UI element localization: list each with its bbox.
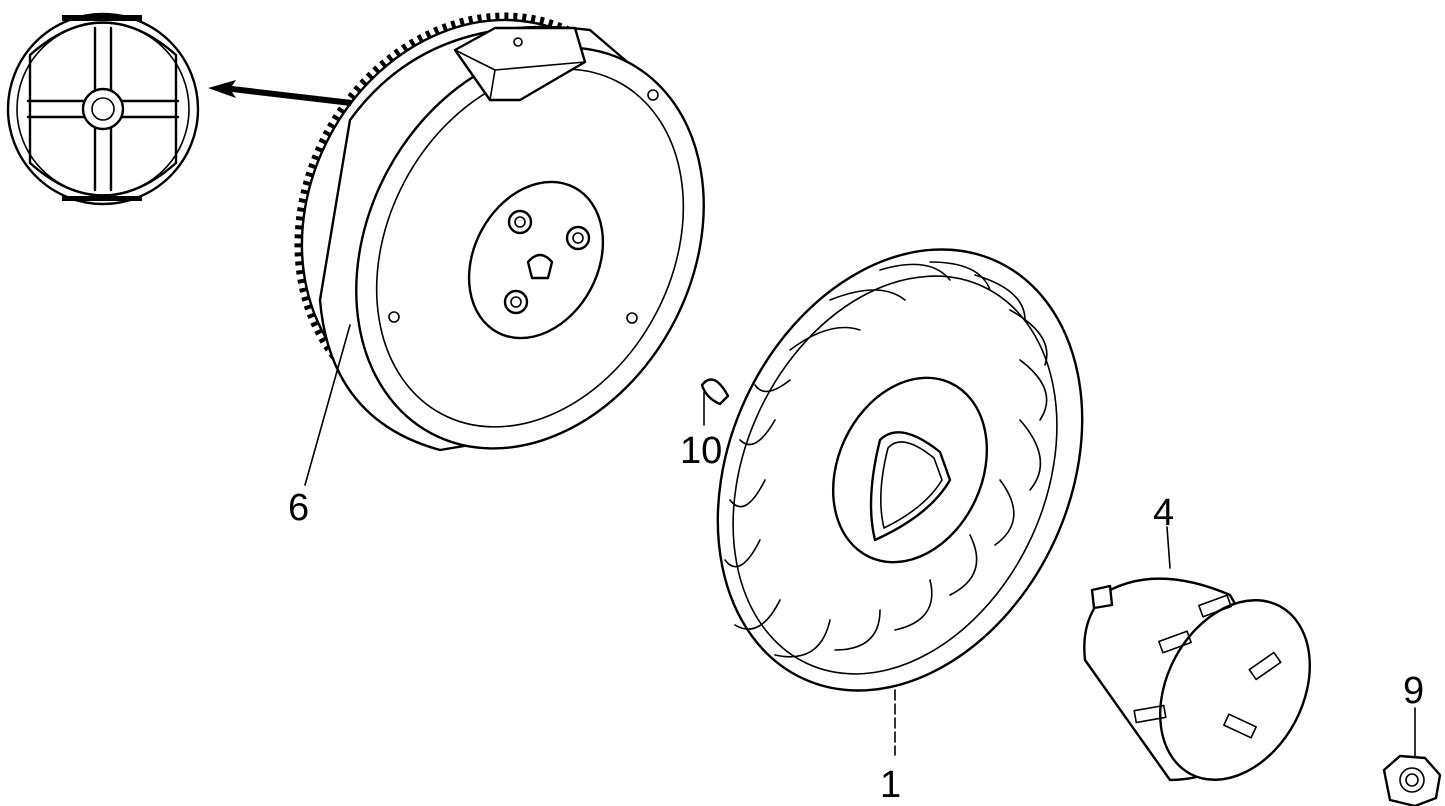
flywheel-part-6 <box>294 12 705 452</box>
leader-6 <box>304 324 351 486</box>
key-part-10 <box>700 378 730 426</box>
detail-arrow <box>208 80 352 106</box>
flywheel-back-detail <box>6 12 200 206</box>
fan-part-1 <box>716 248 1084 756</box>
starter-cup-part-4 <box>1083 526 1311 782</box>
callout-10: 10 <box>680 430 722 472</box>
callout-4: 4 <box>1153 492 1174 534</box>
callout-9: 9 <box>1403 670 1424 712</box>
nut-part-9 <box>1382 707 1442 806</box>
callout-6: 6 <box>288 487 309 529</box>
callout-1: 1 <box>880 764 901 806</box>
